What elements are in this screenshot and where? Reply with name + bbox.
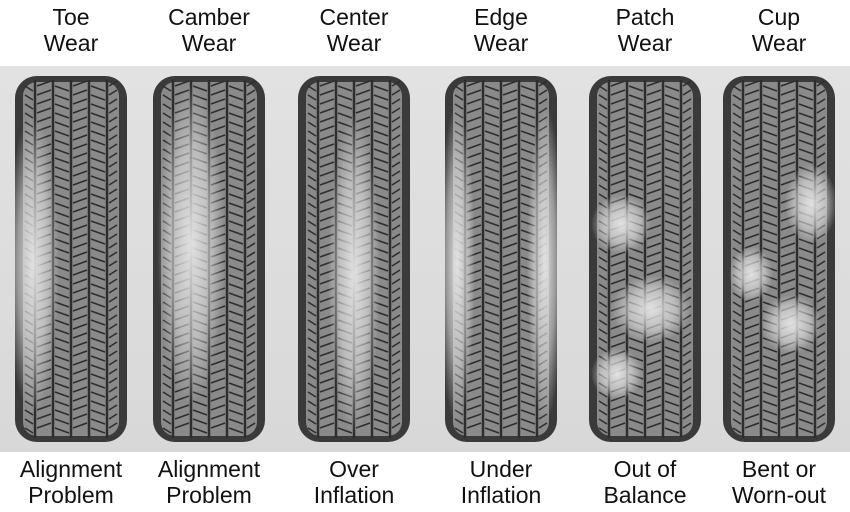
tire-center-wear xyxy=(296,74,412,444)
column-patch-wear: Patch Wear Out of Balance xyxy=(574,0,716,512)
worn-area xyxy=(328,114,380,434)
cause-line-2: Problem xyxy=(28,482,114,508)
worn-area xyxy=(729,164,835,354)
wear-type-line-1: Edge xyxy=(474,4,528,30)
wear-type-label: Cup Wear xyxy=(708,4,850,56)
tire-svg xyxy=(723,76,835,442)
tire-svg xyxy=(298,76,410,442)
tire-background-band xyxy=(0,66,850,452)
worn-area xyxy=(591,194,691,400)
tire-svg xyxy=(15,76,127,442)
cause-label: Alignment Problem xyxy=(0,456,142,508)
column-cup-wear: Cup Wear Bent or Worn-out xyxy=(708,0,850,512)
cause-label: Under Inflation xyxy=(430,456,572,508)
cause-label: Bent or Worn-out xyxy=(708,456,850,508)
cause-line-2: Problem xyxy=(166,482,252,508)
tire-patch-wear xyxy=(587,74,703,444)
cause-line-2: Balance xyxy=(603,482,687,508)
cause-label: Over Inflation xyxy=(283,456,425,508)
column-toe-wear: Toe Wear Alignment Problem xyxy=(0,0,142,512)
cause-label: Out of Balance xyxy=(574,456,716,508)
cause-line-1: Under xyxy=(469,456,533,482)
cause-label: Alignment Problem xyxy=(138,456,280,508)
cause-line-1: Alignment xyxy=(157,456,261,482)
worn-area xyxy=(157,84,225,404)
tire-svg xyxy=(153,76,265,442)
tire-edge-wear xyxy=(443,74,559,444)
worn-area xyxy=(15,114,59,414)
tire-camber-wear xyxy=(151,74,267,444)
wear-type-line-2: Wear xyxy=(751,30,807,56)
worn-area xyxy=(445,104,557,424)
cause-line-1: Alignment xyxy=(19,456,123,482)
tire-svg xyxy=(445,76,557,442)
cause-line-1: Out of xyxy=(613,456,677,482)
cause-line-2: Inflation xyxy=(460,482,542,508)
wear-type-line-2: Wear xyxy=(43,30,99,56)
wear-type-label: Center Wear xyxy=(283,4,425,56)
wear-type-line-1: Cup xyxy=(757,4,801,30)
cause-line-1: Bent or xyxy=(741,456,817,482)
wear-type-line-1: Center xyxy=(319,4,389,30)
tire-svg xyxy=(589,76,701,442)
wear-type-line-2: Wear xyxy=(181,30,237,56)
cause-line-2: Inflation xyxy=(313,482,395,508)
cause-line-1: Over xyxy=(329,456,379,482)
tire-toe-wear xyxy=(13,74,129,444)
wear-type-label: Patch Wear xyxy=(574,4,716,56)
cause-line-2: Worn-out xyxy=(731,482,827,508)
wear-type-line-1: Toe xyxy=(52,4,90,30)
column-center-wear: Center Wear Over Inflation xyxy=(283,0,425,512)
wear-type-line-2: Wear xyxy=(617,30,673,56)
wear-type-line-1: Patch xyxy=(615,4,675,30)
column-camber-wear: Camber Wear Alignment Problem xyxy=(138,0,280,512)
wear-type-label: Edge Wear xyxy=(430,4,572,56)
wear-type-line-1: Camber xyxy=(168,4,250,30)
wear-type-label: Toe Wear xyxy=(0,4,142,56)
wear-type-line-2: Wear xyxy=(326,30,382,56)
column-edge-wear: Edge Wear Under Inflation xyxy=(430,0,572,512)
wear-type-label: Camber Wear xyxy=(138,4,280,56)
tire-cup-wear xyxy=(721,74,837,444)
wear-type-line-2: Wear xyxy=(473,30,529,56)
